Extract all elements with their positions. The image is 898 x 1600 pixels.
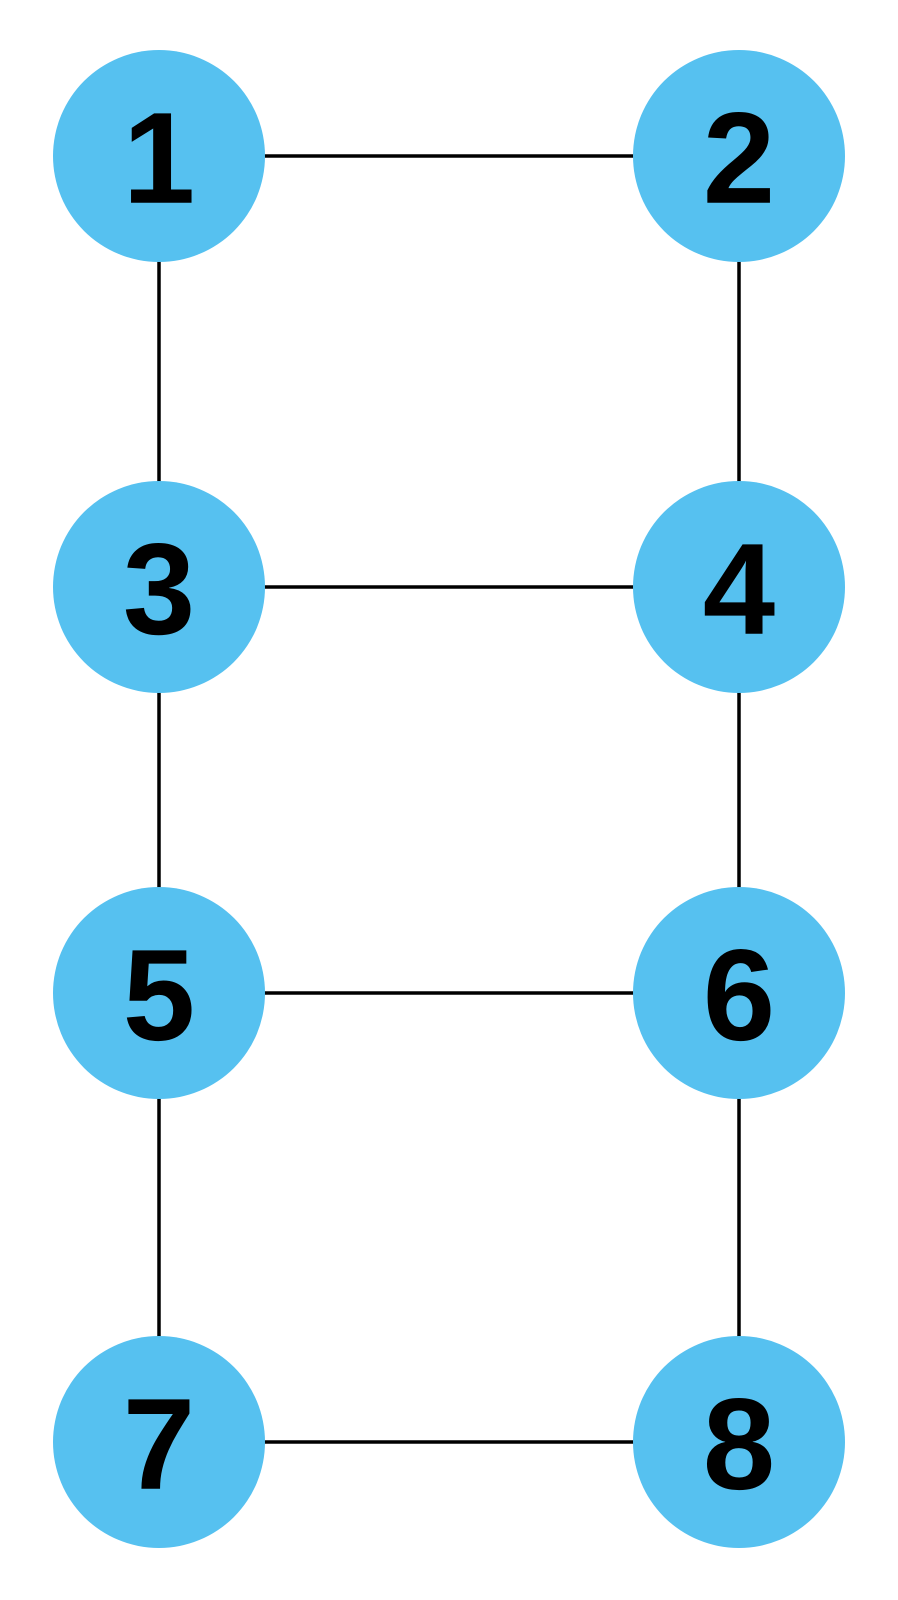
node-label-7: 7 xyxy=(123,1371,195,1517)
node-circle-7 xyxy=(53,1336,265,1548)
node-circle-5 xyxy=(53,887,265,1099)
node-label-5: 5 xyxy=(123,922,195,1068)
graph-node-3: 3 xyxy=(53,481,265,693)
node-label-4: 4 xyxy=(703,516,775,662)
node-label-2: 2 xyxy=(703,85,775,231)
node-circle-2 xyxy=(633,50,845,262)
graph-node-6: 6 xyxy=(633,887,845,1099)
node-circle-4 xyxy=(633,481,845,693)
node-circle-3 xyxy=(53,481,265,693)
graph-node-1: 1 xyxy=(53,50,265,262)
graph-node-7: 7 xyxy=(53,1336,265,1548)
nodes-layer: 1 2 3 4 5 6 7 8 xyxy=(53,50,845,1548)
node-label-6: 6 xyxy=(703,922,775,1068)
node-label-8: 8 xyxy=(703,1371,775,1517)
node-label-1: 1 xyxy=(123,85,195,231)
graph-node-8: 8 xyxy=(633,1336,845,1548)
edges-layer xyxy=(157,154,741,1444)
node-label-3: 3 xyxy=(123,516,195,662)
graph-node-2: 2 xyxy=(633,50,845,262)
node-circle-8 xyxy=(633,1336,845,1548)
graph-node-5: 5 xyxy=(53,887,265,1099)
node-circle-6 xyxy=(633,887,845,1099)
node-circle-1 xyxy=(53,50,265,262)
graph-node-4: 4 xyxy=(633,481,845,693)
